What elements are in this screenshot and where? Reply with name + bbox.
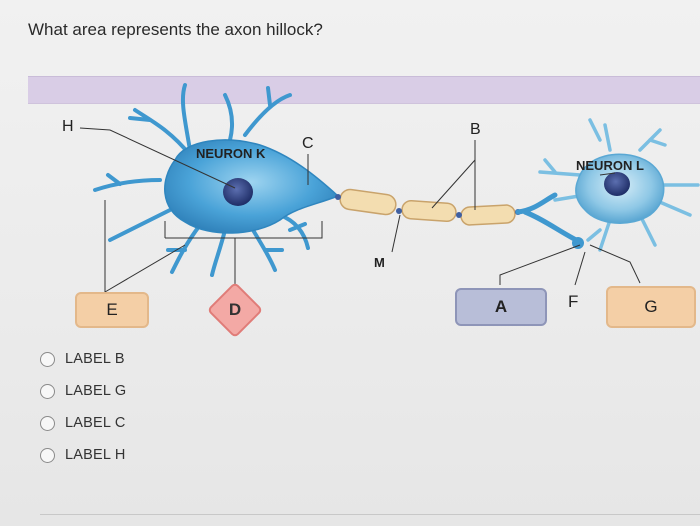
neuron-k-nucleus bbox=[223, 178, 253, 206]
option-label-b[interactable]: LABEL B bbox=[40, 343, 126, 375]
label-C: C bbox=[302, 135, 314, 152]
radio-button[interactable] bbox=[40, 383, 55, 399]
highlight-bar bbox=[28, 76, 700, 104]
question-text: What area represents the axon hillock? bbox=[28, 20, 323, 39]
option-label-c[interactable]: LABEL C bbox=[40, 407, 126, 439]
radio-button[interactable] bbox=[40, 447, 55, 463]
label-neuron-l: NEURON L bbox=[576, 158, 644, 173]
divider bbox=[40, 514, 700, 515]
option-text: LABEL G bbox=[65, 383, 127, 399]
radio-button[interactable] bbox=[40, 351, 55, 367]
answer-options: LABEL B LABEL G LABEL C LABEL H bbox=[40, 343, 126, 471]
label-box-E: E bbox=[75, 292, 149, 328]
option-text: LABEL B bbox=[65, 351, 125, 367]
radio-button[interactable] bbox=[40, 415, 55, 431]
label-F: F bbox=[568, 292, 579, 311]
option-label-h[interactable]: LABEL H bbox=[40, 439, 126, 471]
label-B: B bbox=[470, 121, 481, 138]
myelin-sheaths bbox=[339, 188, 516, 226]
option-text: LABEL C bbox=[65, 415, 126, 431]
label-D: D bbox=[228, 300, 242, 319]
axon-terminals bbox=[515, 192, 583, 245]
neuron-l-nucleus bbox=[604, 172, 630, 196]
label-box-G: G bbox=[606, 286, 696, 328]
label-M: M bbox=[374, 255, 385, 270]
label-H: H bbox=[62, 118, 74, 135]
label-neuron-k: NEURON K bbox=[196, 146, 266, 161]
option-label-g[interactable]: LABEL G bbox=[40, 375, 126, 407]
label-box-A: A bbox=[455, 288, 547, 326]
option-text: LABEL H bbox=[65, 447, 126, 463]
leader-lines bbox=[79, 127, 641, 293]
